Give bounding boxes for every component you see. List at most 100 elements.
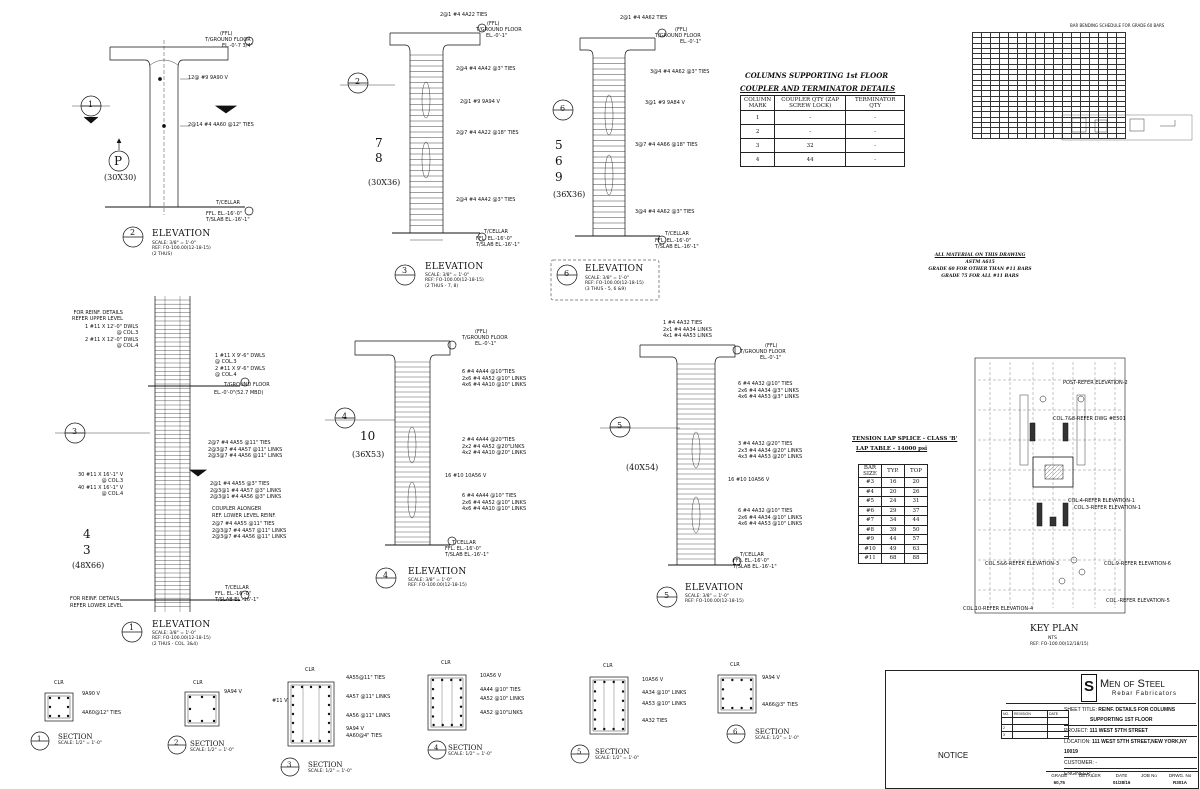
coupler-heading-1: COLUMNS SUPPORTING 1st FLOOR xyxy=(745,71,889,80)
tie-line: 4x2 #4 4A10 @20" LINKS xyxy=(462,450,527,456)
cellar-label: T/CELLAR xyxy=(216,200,240,206)
coupler-table: COLUMN MARK COUPLER QTY (ZAP SCREW LOCK)… xyxy=(739,95,906,167)
scale: SCALE: 3/8" = 1'-0" xyxy=(408,578,452,583)
section-bar: 4A66@3" TIES xyxy=(762,702,798,708)
info-header: JOB No xyxy=(1135,771,1163,779)
material-line: GRADE 75 FOR ALL #11 BARS xyxy=(941,273,1019,279)
cell: 20 xyxy=(904,477,928,488)
column-mark: P xyxy=(114,154,123,168)
slab-elevation: T/SLAB EL.-16'-1" xyxy=(445,552,489,558)
cellar-label: T/CELLAR xyxy=(740,552,764,558)
ties-middle-zone: 3@7 #4 4A66 @18" TIES xyxy=(635,142,698,148)
cell: 24 xyxy=(881,496,905,507)
cell: 34 xyxy=(881,515,905,526)
ties-middle-zone: 2@7 #4 4A22 @18" TIES xyxy=(456,130,519,136)
vertical-bars: 3@1 #9 9A84 V xyxy=(645,100,685,106)
table-row: 2-- xyxy=(739,124,906,139)
elevation-6-drawing xyxy=(550,28,667,301)
cell: 32 xyxy=(774,138,847,153)
section-title: SECTION xyxy=(755,728,790,736)
ffl-elevation: FFL. EL.-16'-0" xyxy=(733,558,770,564)
section-callout-number: 6 xyxy=(560,104,566,113)
section-number: 5 xyxy=(577,748,582,756)
elevation-number: 6 xyxy=(564,269,570,278)
section-bar: 4A53 @10" LINKS xyxy=(642,701,687,707)
cell: 1 xyxy=(739,110,776,125)
elevation-number: 2 xyxy=(130,228,136,237)
cell: #8 xyxy=(858,524,882,535)
coupler-note: REF. LOWER LEVEL REINF. xyxy=(212,512,277,519)
info-value: 01/28/16 xyxy=(1112,780,1131,785)
dowel-line: 1 #11 X 12'-0" DWLS xyxy=(85,324,139,330)
cell: #11 xyxy=(858,553,882,564)
section-bar: 9A90 V xyxy=(82,691,100,697)
elevation-4-drawing xyxy=(325,340,457,589)
sheet-title: REINF. DETAILS FOR COLUMNS xyxy=(1098,707,1176,713)
top-ties: 2@1 #4 4A22 TIES xyxy=(440,12,488,18)
scale: SCALE: 3/8" = 1'-0" xyxy=(152,241,196,246)
info-value: R301A xyxy=(1173,780,1188,785)
tie-line: 2@1 #4 4A55 @3" TIES xyxy=(210,481,270,487)
section-bar: 9A94 V xyxy=(346,726,364,732)
quantity: (3 THUS - 5, 6 &9) xyxy=(585,286,626,292)
cell: 39 xyxy=(881,524,905,535)
company-name: Men of Steel xyxy=(1100,678,1165,690)
elevation-number: 1 xyxy=(129,623,135,632)
elevation-title: ELEVATION xyxy=(408,567,467,577)
note-line: FOR REINF. DETAILS xyxy=(73,310,123,316)
lap-header: TYP. xyxy=(881,464,905,478)
section-bar: 10A56 V xyxy=(480,673,502,679)
column-mark: 10 xyxy=(360,429,376,443)
section-title: SECTION xyxy=(58,733,93,741)
keyplan-label: COL.5&6-REFER ELEVATION-3 xyxy=(985,561,1060,567)
section-bar: 4A57 @11" LINKS xyxy=(346,694,391,700)
dowel-line: 2 #11 X 9'-6" DWLS xyxy=(215,365,266,372)
vertical-bars: 2@1 #9 9A94 V xyxy=(460,99,500,105)
section-scale: SCALE: 1/2" = 1'-0" xyxy=(190,748,234,753)
cell: 20 xyxy=(881,486,905,497)
tie-line: 4x6 #4 4A10 @10" LINKS xyxy=(462,506,527,512)
tie-line: 3 #4 4A32 @20" TIES xyxy=(738,441,793,447)
dowel-line: @ COL.4 xyxy=(215,371,237,378)
section-number: 1 xyxy=(37,735,42,743)
floor-elevation: EL.-0'-0"(52.7 MBD) xyxy=(214,390,264,396)
lap-header: BAR SIZE xyxy=(858,464,882,478)
cell: - xyxy=(774,124,847,139)
coupler-heading-2: COUPLER AND TERMINATOR DETAILS xyxy=(740,84,896,93)
elevation-title: ELEVATION xyxy=(425,262,484,272)
floor-label: T/GROUND FLOOR xyxy=(224,382,270,388)
lap-heading: TENSION LAP SPLICE - CLASS 'B' xyxy=(852,436,958,442)
tie-bar-label: 2@14 #4 4A60 @12" TIES xyxy=(188,122,254,128)
company-tagline: Rebar Fabricators xyxy=(1112,691,1178,697)
cell: - xyxy=(845,124,906,139)
section-bar: #11 V xyxy=(272,698,288,704)
cellar-label: T/CELLAR xyxy=(452,540,476,546)
tie-line: 2@7 #4 4A55 @11" TIES xyxy=(208,440,271,446)
col-header: COLUMN MARK xyxy=(739,95,776,111)
sheet-title-2: SUPPORTING 1ST FLOOR xyxy=(1090,717,1153,723)
cell: - xyxy=(845,152,906,167)
section-bar: 10A56 V xyxy=(642,677,664,683)
keyplan-label: COL.3-REFER ELEVATION-1 xyxy=(1074,505,1141,511)
floor-ffl: (FFL) xyxy=(475,329,488,335)
section-number: 4 xyxy=(434,744,439,752)
tie-line: 6 #4 4A44 @10" TIES xyxy=(462,493,517,499)
floor-label: T/GROUND FLOOR xyxy=(476,27,522,33)
location-label: LOCATION: xyxy=(1064,739,1091,745)
section-number: 3 xyxy=(287,761,292,769)
elevation-3-drawing xyxy=(340,23,487,286)
column-size: (36X53) xyxy=(352,450,385,459)
section-bar: 4A34 @10" LINKS xyxy=(642,690,687,696)
project-name: 111 WEST 57TH STREET xyxy=(1089,728,1148,734)
vertical-bars: 16 #10 10A56 V xyxy=(728,477,770,483)
section-clr: CLR xyxy=(441,660,451,666)
cell: 31 xyxy=(904,496,928,507)
floor-label: T/GROUND FLOOR xyxy=(655,33,701,39)
info-header: DATE xyxy=(1107,771,1136,779)
cellar-label: T/CELLAR xyxy=(225,585,249,591)
section-scale: SCALE: 1/2" = 1'-0" xyxy=(448,752,492,757)
tie-line: 2x6 #4 4A52 @10" LINKS xyxy=(462,499,527,506)
vertical-bars: 16 #10 10A56 V xyxy=(445,473,487,479)
